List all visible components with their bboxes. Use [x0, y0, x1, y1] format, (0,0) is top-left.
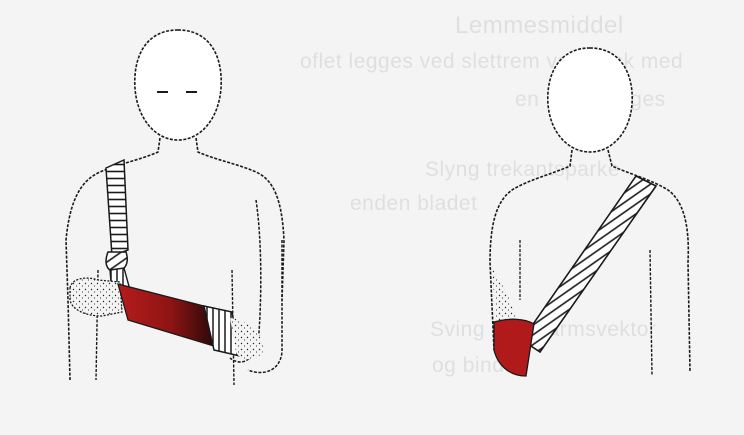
- back-head: [548, 48, 632, 152]
- back-sling-body: [494, 319, 534, 376]
- front-head: [135, 30, 221, 140]
- back-diagonal-strap: [522, 176, 656, 352]
- front-shoulder-strap: [106, 160, 128, 256]
- back-arm-shading: [492, 268, 516, 322]
- back-torso-right-side: [650, 250, 652, 375]
- front-hand: [70, 278, 122, 316]
- front-sling-body: [118, 284, 214, 346]
- front-view-figure: [66, 30, 284, 385]
- back-view-figure: [490, 48, 690, 376]
